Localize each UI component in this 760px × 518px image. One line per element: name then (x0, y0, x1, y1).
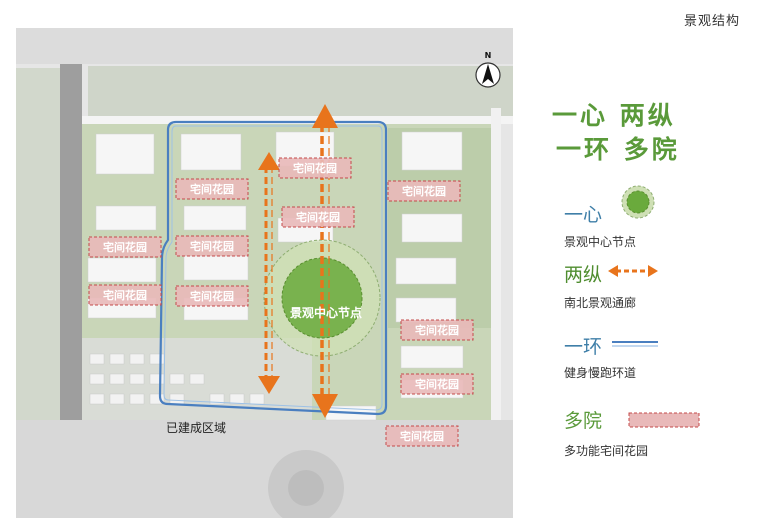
building (87, 257, 157, 283)
corridor-west (258, 152, 280, 394)
garden-box (175, 178, 249, 200)
site-plan-map: 宅间花园 宅间花园 宅间花园 宅间花园 宅间花园 宅间花园 宅间花园 宅间花园 … (16, 28, 513, 518)
garden-label: 宅间花园 (296, 210, 340, 224)
garden-box (88, 236, 162, 258)
garden-label: 宅间花园 (415, 377, 459, 391)
slogan-line-1: 一心 两纵 (552, 101, 676, 130)
garden-label: 宅间花园 (402, 184, 446, 198)
garden-box (400, 319, 474, 341)
north-block (88, 66, 513, 116)
legend-item-ring-title: 一环 (564, 336, 603, 358)
slogan-line-2: 一环 多院 (556, 135, 680, 164)
building (400, 345, 464, 369)
jogging-ring (158, 120, 388, 416)
legend-item-center-title: 一心 (564, 204, 603, 226)
garden-label: 宅间花园 (190, 239, 234, 253)
built-area-houses (89, 353, 265, 405)
building (183, 255, 249, 281)
legend-item-corridor-title: 两纵 (564, 264, 603, 286)
legend-item-garden-desc: 多功能宅间花园 (564, 444, 649, 458)
building (95, 205, 157, 231)
north-urban-area (16, 28, 513, 64)
legend-item-garden-title: 多院 (564, 410, 603, 432)
garden-box (281, 206, 355, 228)
built-area-label: 已建成区域 (166, 421, 226, 435)
legend-item-center-desc: 景观中心节点 (564, 235, 637, 249)
legend-panel: 一心 两纵 一环 多院 一心 景观中心节点 两纵 南北景观通廊 一环 健身慢跑环… (548, 96, 748, 476)
garden-box (175, 235, 249, 257)
center-node-label: 景观中心节点 (290, 305, 362, 320)
garden-label: 宅间花园 (103, 288, 147, 302)
garden-box (88, 284, 162, 306)
garden-label: 宅间花园 (103, 240, 147, 254)
legend-item-ring-desc: 健身慢跑环道 (564, 366, 637, 380)
garden-box (175, 285, 249, 307)
garden-box (400, 373, 474, 395)
corridor-east (312, 104, 338, 418)
garden-box (385, 425, 459, 447)
legend-item-corridor-desc: 南北景观通廊 (564, 296, 637, 310)
ring-legend-icon (612, 341, 658, 347)
north-road (16, 116, 513, 124)
corridor-legend-icon (608, 265, 658, 277)
garden-box (278, 157, 352, 179)
north-label: N (485, 51, 492, 60)
building (180, 133, 242, 171)
building (183, 205, 247, 231)
garden-legend-icon (628, 412, 700, 428)
building (395, 257, 457, 285)
east-road (491, 108, 501, 518)
garden-label: 宅间花园 (293, 161, 337, 175)
building (401, 131, 463, 171)
building (395, 297, 457, 323)
garden-group: 宅间花园 宅间花园 宅间花园 宅间花园 宅间花园 宅间花园 宅间花园 宅间花园 … (88, 157, 474, 447)
building (401, 213, 463, 243)
page-title: 景观结构 (684, 14, 741, 29)
garden-label: 宅间花园 (415, 323, 459, 337)
building (95, 133, 155, 175)
south-plaza-inner (288, 470, 324, 506)
center-node-legend-icon (621, 185, 655, 219)
north-arrow-icon: N (475, 51, 501, 88)
west-road (60, 64, 82, 518)
garden-box (387, 180, 461, 202)
garden-label: 宅间花园 (400, 429, 444, 443)
garden-label: 宅间花园 (190, 289, 234, 303)
garden-label: 宅间花园 (190, 182, 234, 196)
jogging-ring-inner (163, 125, 383, 411)
